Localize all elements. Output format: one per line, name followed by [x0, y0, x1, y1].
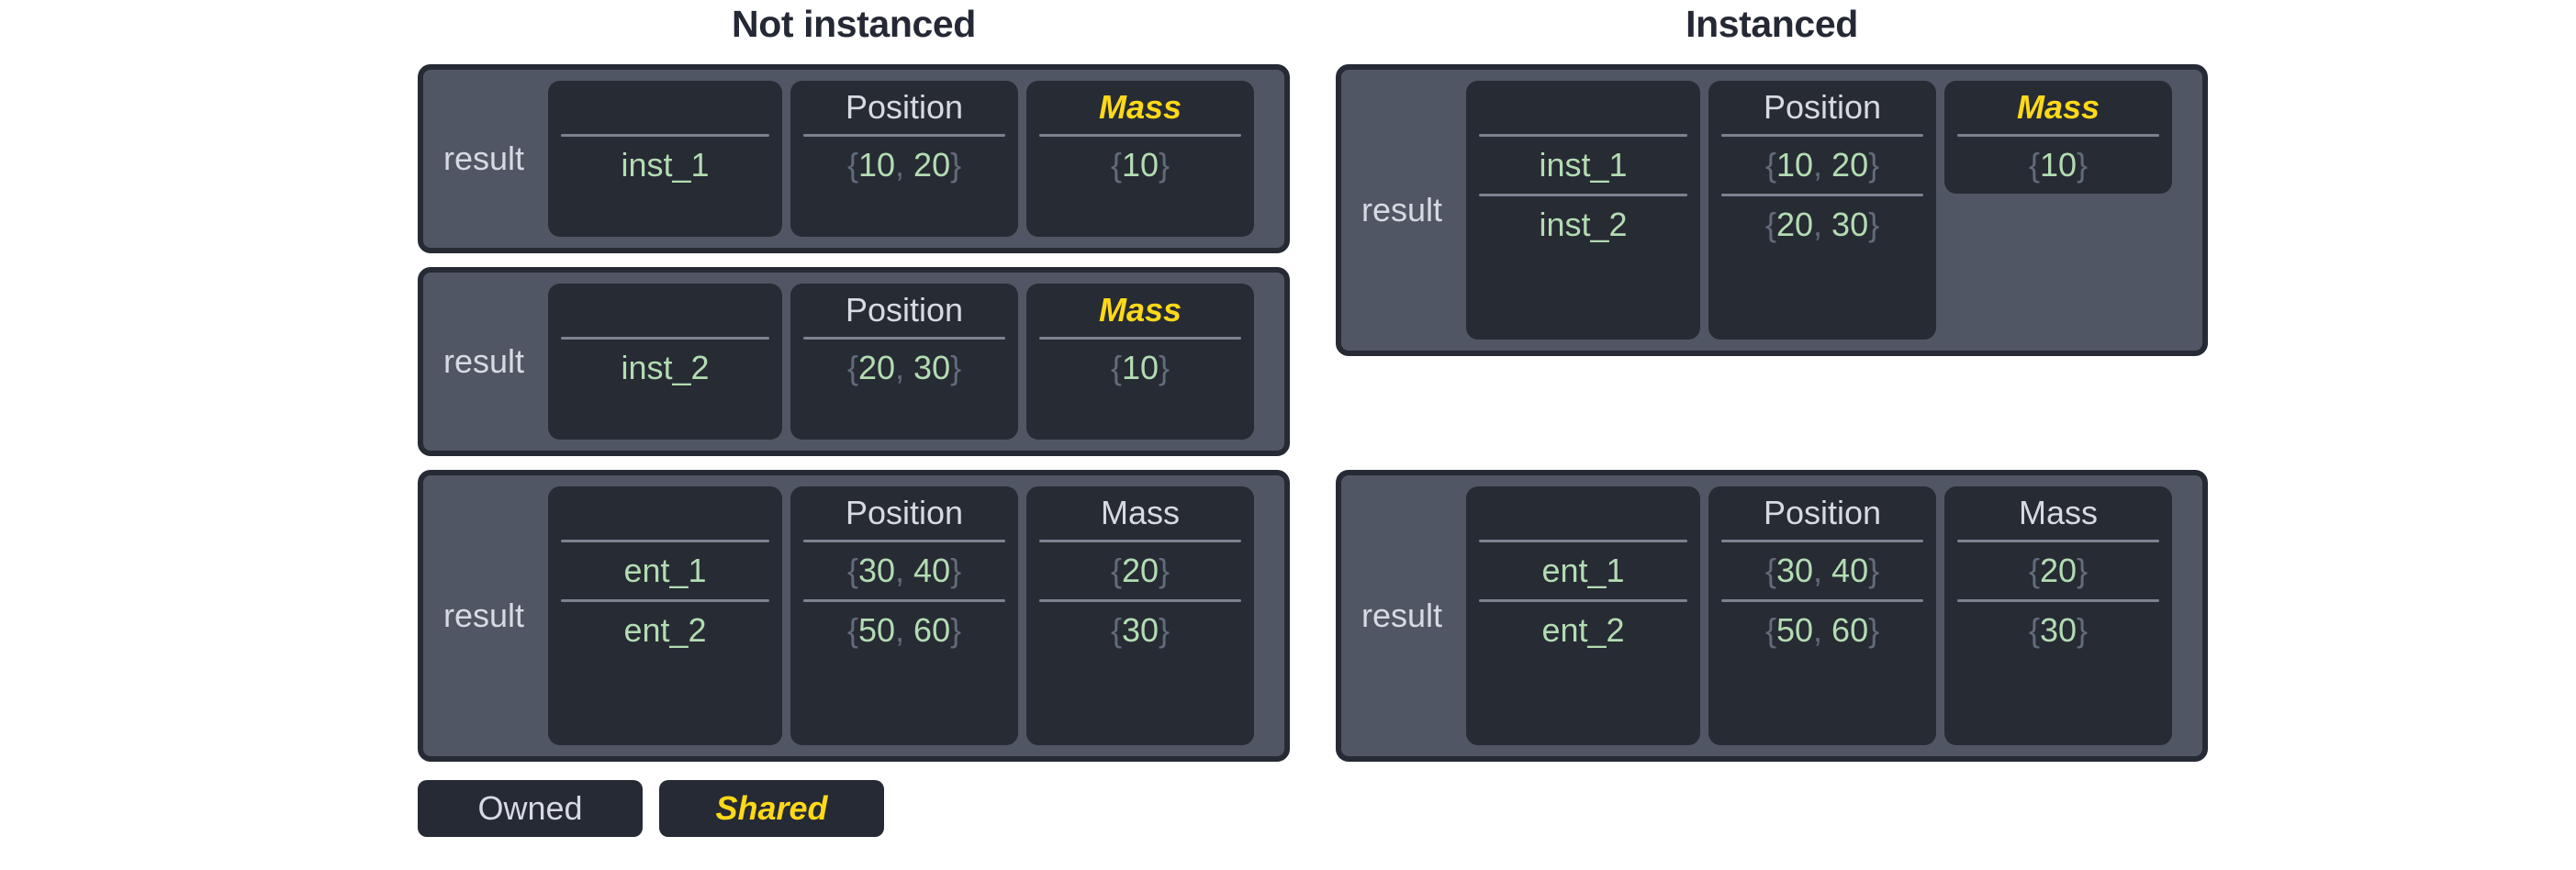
header-divider: [803, 134, 1006, 137]
legend-chip-shared: Shared: [659, 780, 884, 837]
column-header-blank: [561, 284, 769, 337]
mass-value-cell: {30}: [2028, 611, 2089, 649]
mass-value-cell: {20}: [1110, 552, 1170, 589]
header-divider: [1039, 540, 1242, 542]
entity-name-column: inst_1: [548, 81, 783, 237]
position-value-cell: {20, 30}: [1764, 206, 1880, 243]
mass-value-cell: {10}: [1110, 146, 1170, 184]
column-header-mass: Mass: [1099, 88, 1182, 126]
header-divider: [1479, 540, 1688, 542]
result-label: result: [443, 139, 525, 177]
position-column: Position {20, 30}: [790, 284, 1019, 440]
header-divider: [1721, 540, 1924, 542]
row-divider: [561, 599, 770, 602]
position-value-cell: {10, 20}: [1764, 146, 1880, 184]
row-divider: [1957, 599, 2160, 602]
entity-name-cell: ent_1: [1541, 552, 1625, 589]
archetype-block-not-instanced-1: result inst_1 Position {10, 20} Mass {10…: [418, 64, 1290, 253]
mass-column: Mass {10}: [1026, 81, 1255, 237]
mass-column-shared: Mass {10}: [1944, 81, 2173, 194]
column-header-position: Position: [1763, 88, 1882, 126]
row-divider: [1039, 599, 1242, 602]
column-header-position: Position: [845, 291, 964, 329]
entity-name-cell: ent_1: [623, 552, 707, 589]
result-label: result: [1361, 191, 1443, 229]
archetype-block-not-instanced-2: result inst_2 Position {20, 30} Mass {10…: [418, 267, 1290, 456]
row-divider: [1479, 194, 1688, 196]
row-divider: [1721, 599, 1924, 602]
header-divider: [1479, 134, 1688, 137]
archetype-block-instanced-1: result inst_1 inst_2 Position {10, 20} {…: [1336, 64, 2208, 356]
position-value-cell: {30, 40}: [846, 552, 962, 589]
archetype-block-instanced-2: result ent_1 ent_2 Position {30, 40} {50…: [1336, 470, 2208, 762]
header-divider: [1039, 134, 1242, 137]
column-header-blank: [1479, 81, 1687, 134]
entity-name-column: inst_2: [548, 284, 783, 440]
column-header-mass: Mass: [2019, 494, 2099, 531]
position-column: Position {10, 20} {20, 30}: [1708, 81, 1937, 340]
column-header-blank: [561, 486, 769, 540]
column-header-mass: Mass: [1099, 291, 1182, 329]
mass-column: Mass {10}: [1026, 284, 1255, 440]
column-header-position: Position: [845, 88, 964, 126]
position-value-cell: {30, 40}: [1764, 552, 1880, 589]
component-columns: inst_1 Position {10, 20} Mass {10}: [548, 81, 1271, 237]
position-value-cell: {20, 30}: [846, 349, 962, 386]
entity-name-cell: ent_2: [623, 611, 707, 649]
component-columns: inst_2 Position {20, 30} Mass {10}: [548, 284, 1271, 440]
row-divider: [1479, 599, 1688, 602]
entity-name-cell: ent_2: [1541, 611, 1625, 649]
position-value-cell: {50, 60}: [1764, 611, 1880, 649]
result-label: result: [443, 342, 525, 380]
header-divider: [803, 540, 1006, 542]
column-header-blank: [1479, 486, 1687, 540]
entity-name-cell: inst_1: [1539, 146, 1628, 184]
header-divider: [561, 134, 770, 137]
entity-name-column: ent_1 ent_2: [548, 486, 783, 745]
mass-column: Mass {20} {30}: [1944, 486, 2173, 745]
header-divider: [803, 337, 1006, 340]
column-header-position: Position: [1763, 494, 1882, 531]
component-columns: inst_1 inst_2 Position {10, 20} {20, 30}…: [1466, 81, 2190, 340]
result-label: result: [1361, 597, 1443, 634]
position-value-cell: {50, 60}: [846, 611, 962, 649]
position-value-cell: {10, 20}: [846, 146, 962, 184]
position-column: Position {30, 40} {50, 60}: [1708, 486, 1937, 745]
component-columns: ent_1 ent_2 Position {30, 40} {50, 60} M…: [548, 486, 1271, 745]
position-column: Position {10, 20}: [790, 81, 1019, 237]
mass-value-cell: {30}: [1110, 611, 1170, 649]
column-header-blank: [561, 81, 769, 134]
section-title-not-instanced: Not instanced: [732, 3, 976, 45]
header-divider: [561, 540, 770, 542]
column-header-position: Position: [845, 494, 964, 531]
result-label: result: [443, 597, 525, 634]
archetype-block-not-instanced-3: result ent_1 ent_2 Position {30, 40} {50…: [418, 470, 1290, 762]
header-divider: [1721, 134, 1924, 137]
component-columns: ent_1 ent_2 Position {30, 40} {50, 60} M…: [1466, 486, 2190, 745]
header-divider: [561, 337, 770, 340]
header-divider: [1039, 337, 1242, 340]
entity-name-cell: inst_2: [1539, 206, 1628, 243]
header-divider: [1957, 540, 2160, 542]
mass-column: Mass {20} {30}: [1026, 486, 1255, 745]
mass-value-cell: {20}: [2028, 552, 2089, 589]
column-header-mass: Mass: [2017, 88, 2100, 126]
row-divider: [803, 599, 1006, 602]
row-divider: [1721, 194, 1924, 196]
entity-name-column: ent_1 ent_2: [1466, 486, 1701, 745]
mass-value-cell: {10}: [1110, 349, 1170, 386]
mass-value-cell: {10}: [2028, 146, 2089, 184]
entity-name-cell: inst_2: [621, 349, 710, 386]
entity-name-column: inst_1 inst_2: [1466, 81, 1701, 340]
header-divider: [1957, 134, 2160, 137]
legend: Owned Shared: [418, 780, 884, 837]
legend-chip-owned: Owned: [418, 780, 643, 837]
entity-name-cell: inst_1: [621, 146, 710, 184]
column-header-mass: Mass: [1101, 494, 1181, 531]
position-column: Position {30, 40} {50, 60}: [790, 486, 1019, 745]
section-title-instanced: Instanced: [1686, 3, 1858, 45]
